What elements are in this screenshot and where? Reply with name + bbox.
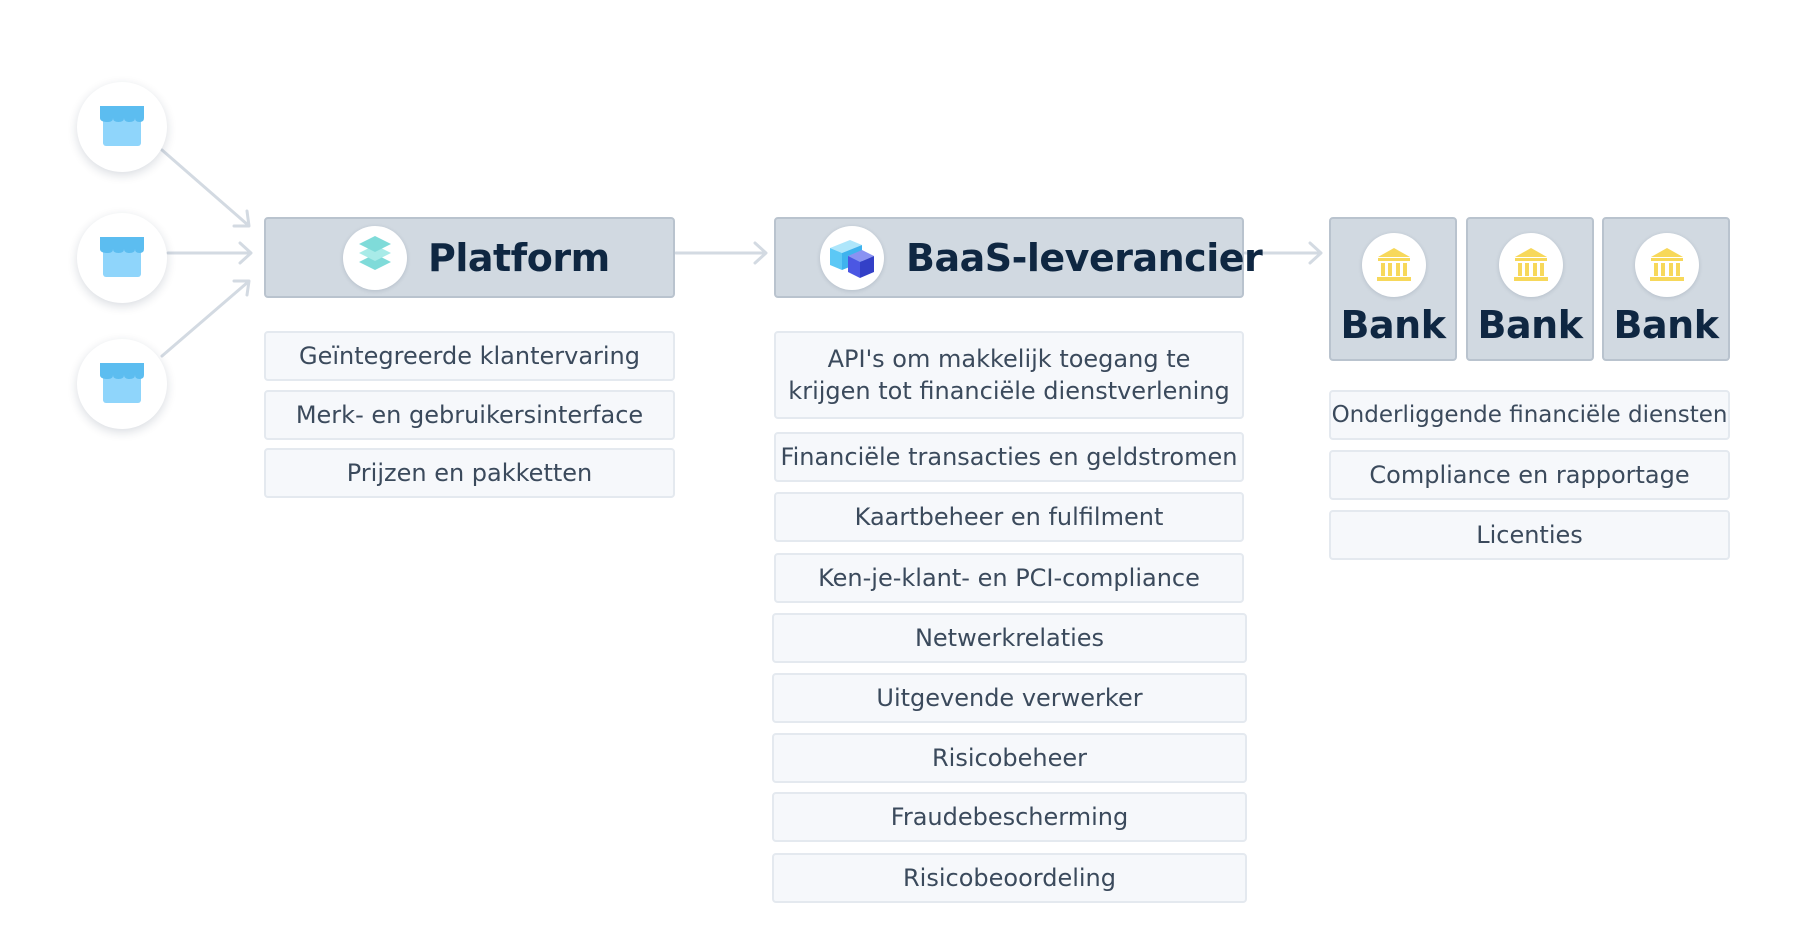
bank-feature: Compliance en rapportage: [1329, 450, 1730, 500]
storefront-icon: [100, 363, 144, 403]
bank-node-2: Bank: [1466, 217, 1594, 361]
platform-node: Platform: [264, 217, 675, 298]
baas-feature: Fraudebescherming: [772, 792, 1247, 842]
baas-icon-badge: [820, 226, 884, 290]
bank-title: Bank: [1340, 303, 1446, 347]
platform-title: Platform: [428, 236, 610, 280]
baas-feature: Risicobeheer: [772, 733, 1247, 783]
baas-feature: Financiële transacties en geldstromen: [774, 432, 1244, 482]
baas-feature: Uitgevende verwerker: [772, 673, 1247, 723]
merchant-3: [77, 339, 167, 429]
merchant-2: [77, 213, 167, 303]
storefront-icon: [100, 106, 144, 146]
baas-feature: API's om makkelijk toegang te krijgen to…: [774, 331, 1244, 419]
bank-title: Bank: [1477, 303, 1583, 347]
platform-feature: Geïntegreerde klantervaring: [264, 331, 675, 381]
bank-feature: Licenties: [1329, 510, 1730, 560]
bank-node-1: Bank: [1329, 217, 1457, 361]
baas-feature: Ken-je-klant- en PCI-compliance: [774, 553, 1244, 603]
bank-icon-badge: [1362, 233, 1426, 297]
arrow-merchant-1-to-platform: [160, 148, 250, 227]
baas-node: BaaS-leverancier: [774, 217, 1263, 298]
bank-icon-badge: [1635, 233, 1699, 297]
bank-feature: Onderliggende financiële diensten: [1329, 390, 1730, 440]
baas-title: BaaS-leverancier: [906, 236, 1263, 280]
bank-building-icon: [1377, 248, 1411, 281]
bank-building-icon: [1514, 248, 1548, 281]
baas-feature: Netwerkrelaties: [772, 613, 1247, 663]
bank-building-icon: [1650, 248, 1684, 281]
arrow-merchant-3-to-platform: [160, 280, 250, 358]
platform-feature: Merk- en gebruikersinterface: [264, 390, 675, 440]
platform-feature: Prijzen en pakketten: [264, 448, 675, 498]
bank-node-3: Bank: [1602, 217, 1730, 361]
layers-icon: [359, 236, 391, 270]
bank-icon-badge: [1499, 233, 1563, 297]
merchant-1: [77, 82, 167, 172]
storefront-icon: [100, 237, 144, 277]
platform-icon-badge: [343, 226, 407, 290]
baas-feature: Risicobeoordeling: [772, 853, 1247, 903]
bank-title: Bank: [1613, 303, 1719, 347]
baas-feature: Kaartbeheer en fulfilment: [774, 492, 1244, 542]
cube-icon: [830, 240, 874, 278]
